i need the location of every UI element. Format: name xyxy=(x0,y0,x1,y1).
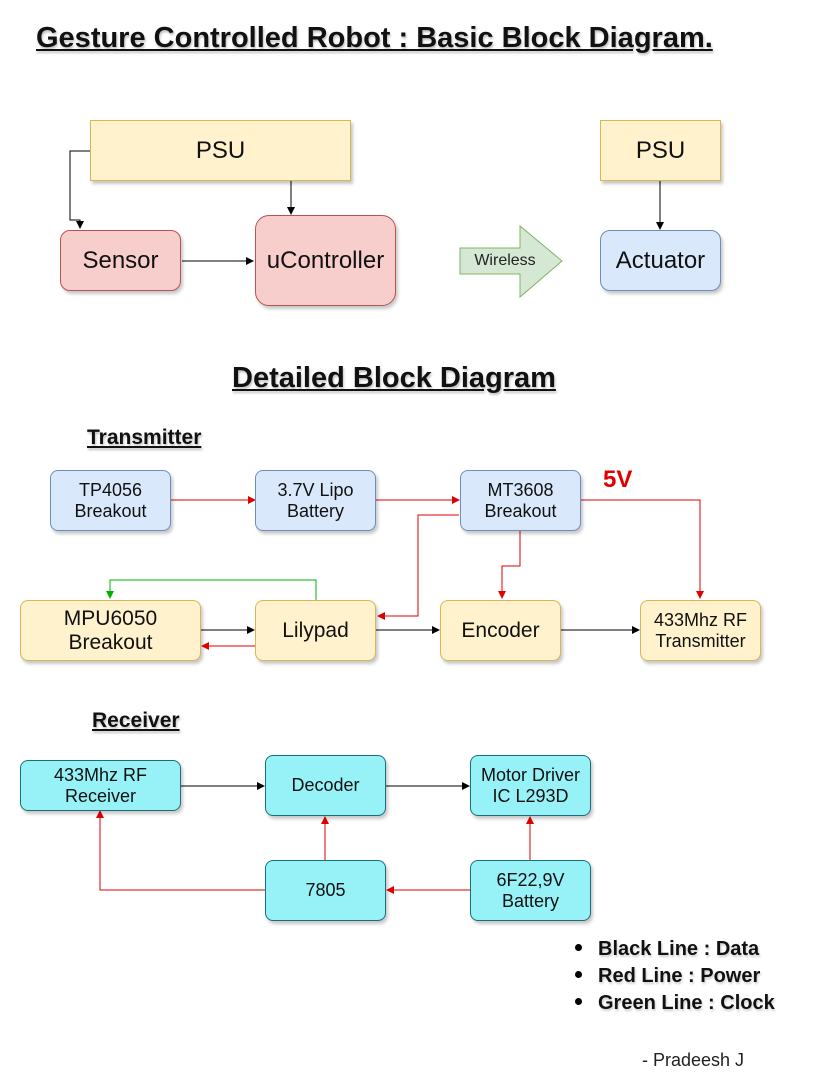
psu-left-block: PSU xyxy=(90,120,351,181)
actuator-label: Actuator xyxy=(615,246,706,274)
bullet-icon xyxy=(575,944,582,952)
bullet-icon xyxy=(575,971,582,979)
wire-lilypad-clock-to-mpu xyxy=(106,579,317,600)
mpu6050-block: MPU6050 Breakout xyxy=(20,600,201,661)
wire-7805-to-rfrx xyxy=(96,810,265,891)
lilypad-block: Lilypad xyxy=(255,600,376,661)
voltage-label: 5V xyxy=(603,466,633,493)
legend-data-label: Black Line : Data xyxy=(598,938,760,960)
encoder-block: Encoder xyxy=(440,600,561,661)
ucontroller-block: uController xyxy=(255,215,396,306)
decoder-label: Decoder xyxy=(291,775,360,795)
lilypad-label: Lilypad xyxy=(282,618,349,642)
mpu6050-label: MPU6050 Breakout xyxy=(63,606,158,654)
motor-driver-block: Motor Driver IC L293D xyxy=(470,755,591,816)
sensor-block: Sensor xyxy=(60,230,181,291)
wireless-label: Wireless xyxy=(474,252,536,269)
bullet-icon xyxy=(575,998,582,1006)
psu-right-block: PSU xyxy=(600,120,721,181)
receiver-heading: Receiver xyxy=(92,709,180,732)
tp4056-block: TP4056 Breakout xyxy=(50,470,171,531)
lipo-battery-label: 3.7V Lipo Battery xyxy=(277,479,354,521)
battery-9v-block: 6F22,9V Battery xyxy=(470,860,591,921)
transmitter-heading: Transmitter xyxy=(87,426,202,449)
legend-clock-label: Green Line : Clock xyxy=(598,992,775,1014)
psu-left-label: PSU xyxy=(195,136,246,164)
motor-driver-label: Motor Driver IC L293D xyxy=(480,764,580,806)
rf-transmitter-label: 433Mhz RF Transmitter xyxy=(653,609,748,651)
actuator-block: Actuator xyxy=(600,230,721,291)
main-title: Gesture Controlled Robot : Basic Block D… xyxy=(36,22,713,54)
mt3608-block: MT3608 Breakout xyxy=(460,470,581,531)
legend: Black Line : Data Red Line : Power Green… xyxy=(575,936,775,1017)
regulator-7805-block: 7805 xyxy=(265,860,386,921)
wire-mt3608-to-encoder xyxy=(498,531,521,599)
legend-item-data: Black Line : Data xyxy=(575,936,775,963)
rf-transmitter-block: 433Mhz RF Transmitter xyxy=(640,600,761,661)
wire-psu-to-sensor xyxy=(69,150,90,229)
sensor-label: Sensor xyxy=(82,246,159,274)
legend-item-clock: Green Line : Clock xyxy=(575,990,775,1017)
regulator-7805-label: 7805 xyxy=(305,880,346,900)
tp4056-label: TP4056 Breakout xyxy=(74,479,147,521)
encoder-label: Encoder xyxy=(461,618,540,642)
mt3608-label: MT3608 Breakout xyxy=(484,479,557,521)
rf-receiver-block: 433Mhz RF Receiver xyxy=(20,760,181,811)
wireless-arrow-shape xyxy=(459,224,563,299)
rf-receiver-label: 433Mhz RF Receiver xyxy=(53,764,148,806)
lipo-battery-block: 3.7V Lipo Battery xyxy=(255,470,376,531)
ucontroller-label: uController xyxy=(266,246,385,274)
decoder-block: Decoder xyxy=(265,755,386,816)
wire-mt3608-to-rftx xyxy=(581,499,704,599)
author-credit: - Pradeesh J xyxy=(642,1050,745,1070)
legend-power-label: Red Line : Power xyxy=(598,965,761,987)
detailed-title: Detailed Block Diagram xyxy=(232,362,556,394)
psu-right-label: PSU xyxy=(635,136,686,164)
wire-mt3608-to-lilypad xyxy=(377,514,459,620)
legend-item-power: Red Line : Power xyxy=(575,963,775,990)
battery-9v-label: 6F22,9V Battery xyxy=(496,869,565,911)
